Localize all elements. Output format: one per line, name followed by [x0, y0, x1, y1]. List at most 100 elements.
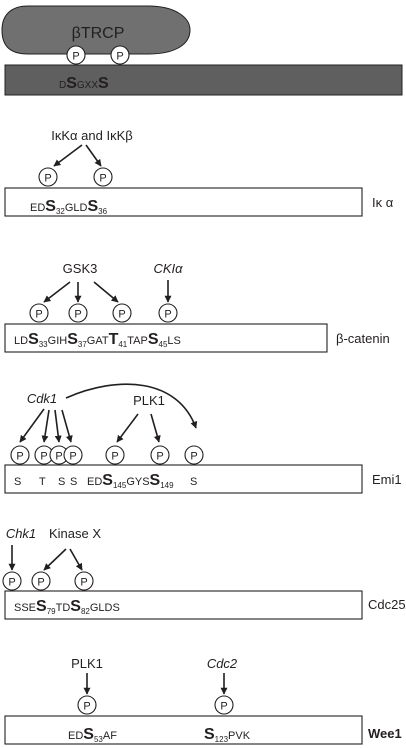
phospho-label: P — [40, 451, 47, 463]
phospho-site: P — [68, 303, 88, 323]
phospho-label: P — [118, 309, 125, 321]
arrow-plk1-2 — [150, 413, 161, 443]
phospho-label: P — [72, 51, 79, 63]
phospho-residue: S — [148, 331, 159, 348]
residue-text: ED — [30, 202, 45, 214]
phospho-residue: S — [204, 726, 215, 743]
substrate-label-ikba: Iκ α — [372, 195, 394, 210]
sequence-wee1-s53: EDS53AF — [68, 726, 117, 744]
residue-number: 123 — [215, 735, 229, 744]
arrow-cdk1-1 — [19, 408, 45, 443]
phospho-label: P — [164, 309, 171, 321]
phospho-label: P — [156, 451, 163, 463]
kinase-label-ikk: IκKα and IκKβ — [51, 128, 132, 143]
phospho-label: P — [74, 309, 81, 321]
phospho-site: P — [184, 445, 204, 465]
phospho-residue: S — [70, 598, 81, 615]
sequence-emi1: EDS145GYSS149 — [87, 472, 174, 490]
residue-text: ED — [87, 476, 102, 488]
phospho-label: P — [44, 173, 51, 185]
btrcp-ligase-shape — [1, 5, 191, 55]
phospho-site: P — [63, 445, 83, 465]
residue-number: 145 — [113, 481, 127, 490]
phospho-site: P — [150, 445, 170, 465]
substrate-label-wee1: Wee1 — [368, 726, 402, 741]
arrow-kinase-x-1 — [43, 548, 67, 571]
btrcp-label: βTRCP — [72, 25, 125, 42]
arrow-ikk-1 — [53, 144, 83, 167]
arrow-gsk3-3 — [93, 281, 119, 303]
phospho-site: P — [31, 571, 51, 591]
phospho-residue: S — [87, 198, 98, 215]
panel-cdc25a: Chk1 Kinase X P P P SSES79TDS82GLDS Cdc2… — [2, 526, 406, 620]
residue-text: AF — [103, 730, 117, 742]
phospho-residue: S — [67, 331, 78, 348]
phospho-residue: T — [109, 331, 119, 348]
substrate-label-beta-catenin: β-catenin — [336, 331, 390, 346]
substrate-bar-wee1 — [4, 715, 363, 745]
residue-number: 45 — [159, 340, 168, 349]
phospho-site: P — [77, 695, 97, 715]
kinase-label-kinase-x: Kinase X — [49, 526, 101, 541]
phospho-site: P — [105, 445, 125, 465]
residue-number: 79 — [47, 607, 56, 616]
arrow-kinase-x-2 — [69, 548, 83, 571]
kinase-label-cdc2: Cdc2 — [207, 656, 238, 671]
degron-bar — [4, 64, 403, 96]
degron-phospho-2: P — [110, 45, 130, 65]
motif-s1: S — [66, 75, 77, 92]
sequence-beta-catenin: LDS33GIHS37GATT41TAPS45LS — [14, 331, 181, 349]
phospho-site: P — [10, 445, 30, 465]
site-letter: S — [14, 476, 21, 488]
arrow-plk1-1 — [116, 413, 139, 443]
residue-text: LS — [167, 335, 180, 347]
degron-phospho-1: P — [66, 45, 86, 65]
panel-beta-catenin: GSK3 CKIα P P P P LDS33GIHS37GATT41TAPS4… — [4, 261, 390, 353]
phospho-residue: S — [28, 331, 39, 348]
sequence-wee1-s123: S123PVK — [204, 726, 251, 744]
kinase-label-chk1: Chk1 — [6, 526, 36, 541]
phospho-residue: S — [150, 472, 161, 489]
residue-text: GYS — [126, 476, 149, 488]
residue-text: GLD — [65, 202, 88, 214]
site-letter: S — [70, 476, 77, 488]
kinase-label-plk1-wee1: PLK1 — [71, 656, 103, 671]
degron-motif: DSGXXS — [59, 75, 109, 92]
phospho-label: P — [69, 451, 76, 463]
residue-text: TD — [56, 602, 71, 614]
phospho-label: P — [80, 577, 87, 589]
motif-d: D — [59, 80, 66, 91]
phospho-site: P — [29, 303, 49, 323]
phospho-label: P — [99, 173, 106, 185]
phospho-site: P — [158, 303, 178, 323]
residue-text: GIH — [48, 335, 68, 347]
residue-text: GLDS — [90, 602, 120, 614]
phospho-label: P — [190, 451, 197, 463]
kinase-label-ckia: CKIα — [153, 261, 183, 276]
residue-number: 41 — [118, 340, 127, 349]
arrow-ikk-2 — [85, 144, 102, 167]
residue-text: ED — [68, 730, 83, 742]
residue-number: 149 — [160, 481, 174, 490]
residue-number: 33 — [39, 340, 48, 349]
phospho-residue: S — [102, 472, 113, 489]
residue-number: 36 — [98, 207, 107, 216]
phospho-residue: S — [36, 598, 47, 615]
residue-number: 32 — [56, 207, 65, 216]
btrcp-degron-panel: βTRCP P P DSGXXS — [1, 5, 403, 96]
arrow-cdk1-4 — [61, 409, 73, 443]
residue-number: 37 — [78, 340, 87, 349]
arrow-cdk1-3 — [54, 409, 62, 443]
sequence-ikba: EDS32GLDS36 — [30, 198, 108, 216]
arrow-cdk1-2 — [41, 409, 50, 443]
kinase-label-plk1: PLK1 — [133, 393, 165, 408]
phospho-site: P — [2, 571, 22, 591]
phospho-site: P — [93, 167, 113, 187]
substrate-bar-emi1 — [4, 464, 363, 494]
panel-ikba: IκKα and IκKβ P P EDS32GLDS36 Iκ α — [4, 128, 394, 217]
arrow-gsk3-1 — [43, 281, 71, 303]
substrate-bar-ikba — [4, 187, 363, 217]
phospho-site: P — [38, 167, 58, 187]
site-letter: S — [190, 476, 197, 488]
phospho-site: P — [112, 303, 132, 323]
